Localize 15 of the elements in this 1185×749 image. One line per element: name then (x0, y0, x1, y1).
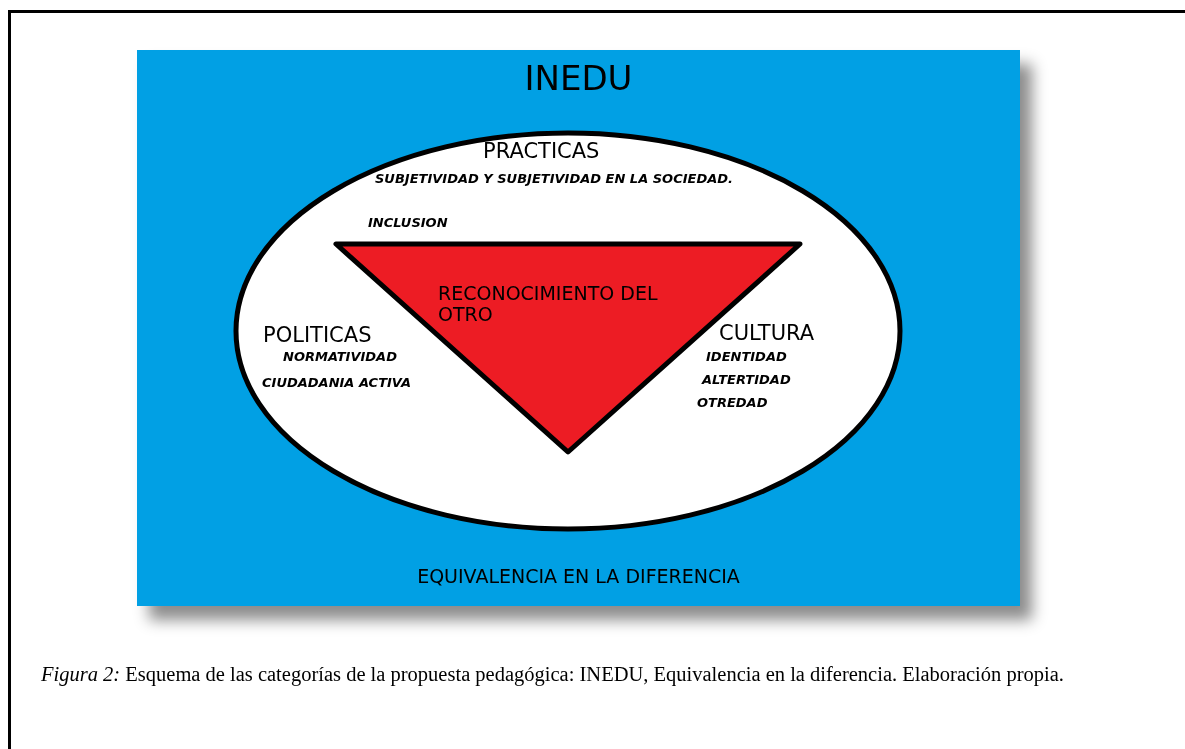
category-item: ALTERTIDAD (702, 373, 791, 388)
category-item: INCLUSION (368, 216, 448, 231)
category-item: NORMATIVIDAD (283, 350, 397, 365)
category-heading: POLITICAS (263, 324, 372, 348)
category-item: CIUDADANIA ACTIVA (262, 376, 412, 391)
category-item: OTREDAD (697, 396, 768, 411)
category-item: IDENTIDAD (706, 350, 787, 365)
node-heading: INEDU (523, 60, 634, 98)
category-item: SUBJETIVIDAD Y SUBJETIVIDAD EN LA SOCIEDAD. (375, 172, 734, 187)
figure-caption: Figura 2: Esquema de las categorías de la propuesta pedagógica: INEDU, Equivalencia en la diferencia. Elaboración propia. (41, 662, 1065, 687)
panel-background (137, 50, 1020, 606)
center-label: RECONOCIMIENTO DEL OTRO (438, 283, 659, 325)
category-heading: PRACTICAS (483, 140, 600, 164)
category-heading: CULTURA (719, 322, 815, 346)
diagram-subtitle: EQUIVALENCIA EN LA DIFERENCIA (416, 566, 741, 587)
